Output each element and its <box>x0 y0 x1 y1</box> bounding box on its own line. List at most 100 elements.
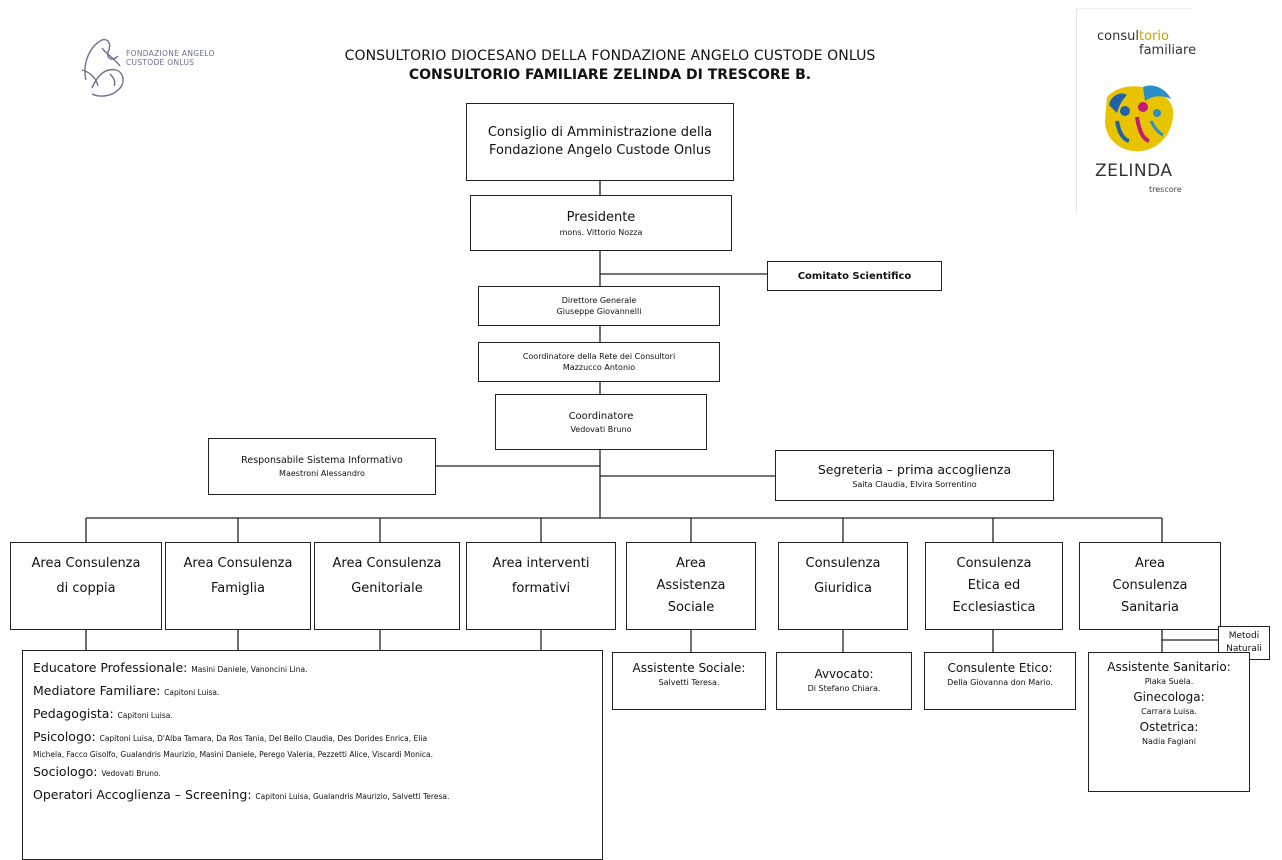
area-training-line2: formativi <box>511 581 571 596</box>
health-staff-box: Assistente Sanitario: Plaka Suela. Ginec… <box>1088 652 1250 792</box>
ethics-staff-box: Consulente Etico: Della Giovanna don Mar… <box>924 652 1076 710</box>
staff-role: Educatore Professionale: <box>33 660 188 675</box>
health-staff-names: Carrara Luisa. <box>1141 707 1197 716</box>
staff-row-continued: Michela, Facco Gisolfo, Gualandris Mauri… <box>33 745 592 763</box>
president-title: Presidente <box>566 209 636 225</box>
header-title-line2: CONSULTORIO FAMILIARE ZELINDA DI TRESCOR… <box>408 67 812 83</box>
ethics-staff-names: Della Giovanna don Mario. <box>947 678 1053 687</box>
staff-row: Operatori Accoglienza – Screening: Capit… <box>33 786 592 805</box>
health-staff-role: Ostetrica: <box>1139 720 1199 734</box>
fondazione-logo-text: FONDAZIONE ANGELO CUSTODE ONLUS <box>126 49 215 67</box>
area-training-line1: Area interventi <box>492 556 590 571</box>
logo-trescore: trescore <box>1149 185 1182 194</box>
logo-familiare: familiare <box>1139 43 1197 58</box>
social-staff-role: Assistente Sociale: <box>632 661 746 675</box>
staff-role: Sociologo: <box>33 764 98 779</box>
area-health-box: Area Consulenza Sanitaria <box>1079 542 1221 630</box>
staff-row: Psicologo: Capitoni Luisa, D'Alba Tamara… <box>33 728 592 747</box>
logo-zelinda: ZELINDA <box>1095 161 1173 181</box>
area-ethics-line2: Etica ed <box>967 578 1021 593</box>
coordinator-title: Coordinatore <box>568 410 634 422</box>
secretariat-name: Saita Claudia, Elvira Sorrentino <box>852 480 977 489</box>
area-parenting-line1: Area Consulenza <box>332 556 442 571</box>
family-icon <box>1105 85 1174 152</box>
zelinda-logo: consultorio familiare ZELINDA trescore <box>1076 8 1197 213</box>
area-couple-box: Area Consulenza di coppia <box>10 542 162 630</box>
header-title-line1: CONSULTORIO DIOCESANO DELLA FONDAZIONE A… <box>344 48 876 64</box>
director-title: Direttore Generale <box>561 296 637 305</box>
network-coordinator-box: Coordinatore della Rete dei Consultori M… <box>478 342 720 382</box>
logo-consul: consul <box>1097 29 1139 44</box>
secretariat-box: Segreteria – prima accoglienza Saita Cla… <box>775 450 1054 501</box>
board-box: Consiglio di Amministrazione della Fonda… <box>466 103 734 181</box>
area-couple-line2: di coppia <box>56 581 116 596</box>
fondazione-logo: FONDAZIONE ANGELO CUSTODE ONLUS <box>72 28 250 106</box>
scientific-committee-box: Comitato Scientifico <box>767 261 942 291</box>
area-parenting-box: Area Consulenza Genitoriale <box>314 542 460 630</box>
area-ethics-line3: Ecclesiastica <box>952 600 1036 615</box>
social-staff-names: Salvetti Teresa. <box>658 678 720 687</box>
logo-torio: torio <box>1138 29 1169 44</box>
area-health-line3: Sanitaria <box>1120 600 1180 615</box>
staff-names: Vedovati Bruno. <box>101 769 161 778</box>
metodi-line2: Naturali <box>1226 644 1262 654</box>
staff-role: Pedagogista: <box>33 706 114 721</box>
health-staff-role: Assistente Sanitario: <box>1107 660 1231 674</box>
area-health-line2: Consulenza <box>1112 578 1188 593</box>
scientific-committee-title: Comitato Scientifico <box>797 270 912 282</box>
president-box: Presidente mons. Vittorio Nozza <box>470 195 732 251</box>
staff-row: Pedagogista: Capitoni Luisa. <box>33 705 592 724</box>
area-ethics-box: Consulenza Etica ed Ecclesiastica <box>925 542 1063 630</box>
network-coordinator-name: Mazzucco Antonio <box>562 363 636 372</box>
social-staff-box: Assistente Sociale: Salvetti Teresa. <box>612 652 766 710</box>
ethics-staff-role: Consulente Etico: <box>947 661 1053 675</box>
area-social-line3: Sociale <box>667 600 715 615</box>
staff-row: Mediatore Familiare: Capitoni Luisa. <box>33 682 592 701</box>
area-health-line1: Area <box>1135 556 1165 571</box>
staff-row: Sociologo: Vedovati Bruno. <box>33 763 592 782</box>
director-name: Giuseppe Giovannelli <box>556 307 642 316</box>
health-staff-names: Plaka Suela. <box>1144 677 1194 686</box>
area-parenting-line2: Genitoriale <box>351 581 423 596</box>
area-couple-line1: Area Consulenza <box>31 556 141 571</box>
info-system-title: Responsabile Sistema Informativo <box>241 455 403 466</box>
board-line2: Fondazione Angelo Custode Onlus <box>489 143 711 158</box>
legal-staff-box: Avvocato: Di Stefano Chiara. <box>776 652 912 710</box>
area-ethics-line1: Consulenza <box>956 556 1032 571</box>
shared-staff-box: Educatore Professionale: Masini Daniele,… <box>22 650 603 860</box>
staff-role: Operatori Accoglienza – Screening: <box>33 787 252 802</box>
legal-staff-names: Di Stefano Chiara. <box>807 684 881 693</box>
info-system-name: Maestroni Alessandro <box>279 469 365 478</box>
network-coordinator-title: Coordinatore della Rete dei Consultori <box>522 352 676 361</box>
staff-row: Educatore Professionale: Masini Daniele,… <box>33 659 592 678</box>
area-training-box: Area interventi formativi <box>466 542 616 630</box>
hands-icon <box>81 38 124 97</box>
area-social-box: Area Assistenza Sociale <box>626 542 756 630</box>
staff-names: Capitoni Luisa. <box>164 688 220 697</box>
staff-names: Capitoni Luisa, D'Alba Tamara, Da Ros Ta… <box>99 734 428 743</box>
area-legal-box: Consulenza Giuridica <box>778 542 908 630</box>
staff-role: Mediatore Familiare: <box>33 683 161 698</box>
staff-names: Capitoni Luisa, Gualandris Maurizio, Sal… <box>255 792 450 801</box>
staff-role: Psicologo: <box>33 729 96 744</box>
area-family-line1: Area Consulenza <box>183 556 293 571</box>
coordinator-name: Vedovati Bruno <box>570 424 632 434</box>
staff-names: Masini Daniele, Vanoncini Lina. <box>191 665 308 674</box>
area-social-line1: Area <box>676 556 706 571</box>
president-name: mons. Vittorio Nozza <box>559 227 643 237</box>
legal-staff-role: Avvocato: <box>814 667 874 681</box>
info-system-box: Responsabile Sistema Informativo Maestro… <box>208 438 436 495</box>
staff-names: Michela, Facco Gisolfo, Gualandris Mauri… <box>33 750 434 759</box>
area-legal-line1: Consulenza <box>805 556 881 571</box>
area-family-line2: Famiglia <box>211 581 265 596</box>
metodi-line1: Metodi <box>1228 631 1260 641</box>
coordinator-box: Coordinatore Vedovati Bruno <box>495 394 707 450</box>
director-box: Direttore Generale Giuseppe Giovannelli <box>478 286 720 326</box>
staff-names: Capitoni Luisa. <box>117 711 173 720</box>
area-social-line2: Assistenza <box>656 578 726 593</box>
secretariat-title: Segreteria – prima accoglienza <box>817 462 1012 477</box>
health-staff-role: Ginecologa: <box>1133 690 1205 704</box>
area-legal-line2: Giuridica <box>814 581 872 596</box>
board-line1: Consiglio di Amministrazione della <box>487 125 713 140</box>
